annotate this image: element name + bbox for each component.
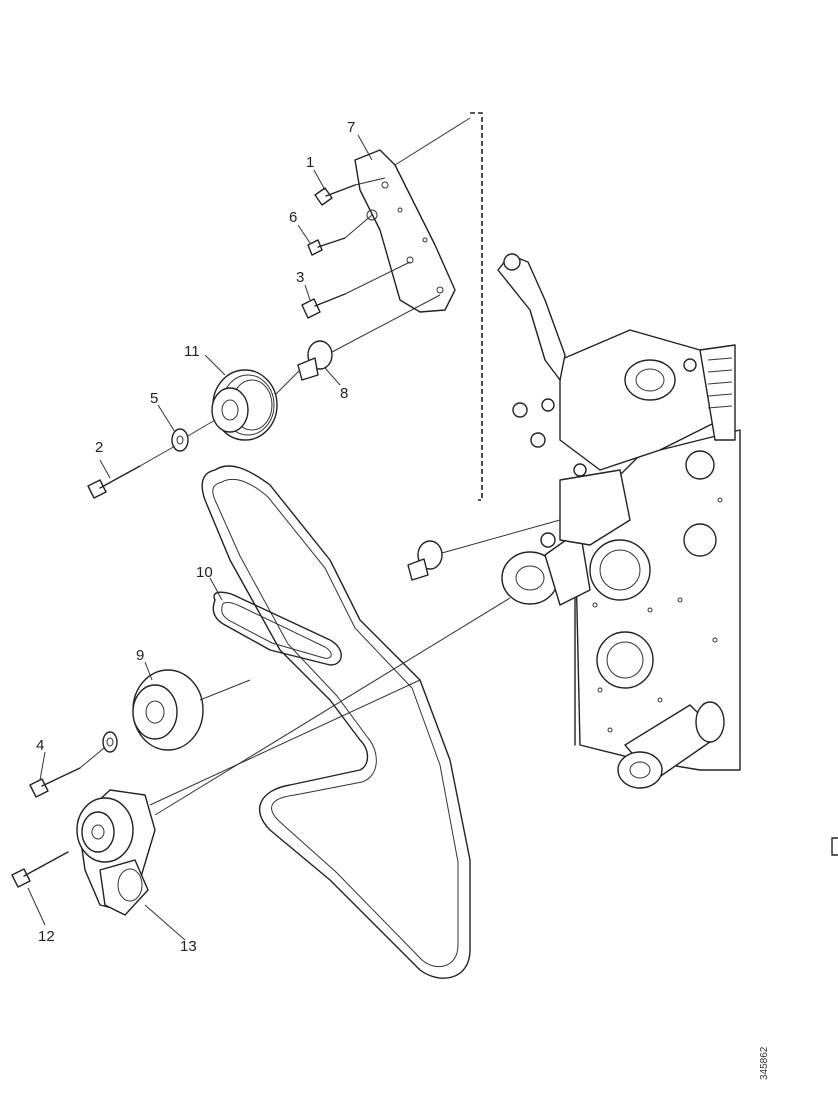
callout-10: 10 <box>196 564 213 581</box>
washer-5 <box>171 419 216 452</box>
callout-13: 13 <box>180 938 197 955</box>
bolt-1 <box>314 177 386 206</box>
assembly-boundary-dashed-line <box>470 112 483 501</box>
idler-stud-8 <box>297 294 441 381</box>
callout-3: 3 <box>296 269 304 286</box>
engine-block <box>497 253 741 789</box>
bolt-12 <box>11 851 69 888</box>
callout-5: 5 <box>150 390 158 407</box>
callout-4: 4 <box>36 737 44 754</box>
figure-reference-number: 345862 <box>759 1046 770 1080</box>
drive-belt <box>201 465 471 979</box>
callout-7: 7 <box>347 119 355 136</box>
callout-8: 8 <box>340 385 348 402</box>
callout-2: 2 <box>95 439 103 456</box>
edge-mark <box>831 837 838 856</box>
washer-4 <box>102 731 118 753</box>
leader-lines <box>27 134 373 941</box>
callout-1: 1 <box>306 154 314 171</box>
bolt-2 <box>87 445 176 499</box>
callout-6: 6 <box>289 209 297 226</box>
callout-labels: 1 2 3 4 5 6 7 8 9 10 11 12 13 <box>36 119 355 955</box>
idler-pulley-9 <box>132 669 251 751</box>
bolt-6 <box>307 214 373 256</box>
bolt-3 <box>301 261 411 319</box>
belt-tensioner-13 <box>76 597 511 916</box>
bolt-4 <box>29 747 105 798</box>
callout-9: 9 <box>136 647 144 664</box>
short-belt-10 <box>212 591 342 666</box>
idler-stud-mid <box>407 519 561 581</box>
callout-11: 11 <box>184 343 200 360</box>
mounting-bracket <box>354 117 471 313</box>
grooved-pulley-11 <box>211 369 301 441</box>
callout-12: 12 <box>38 928 55 945</box>
